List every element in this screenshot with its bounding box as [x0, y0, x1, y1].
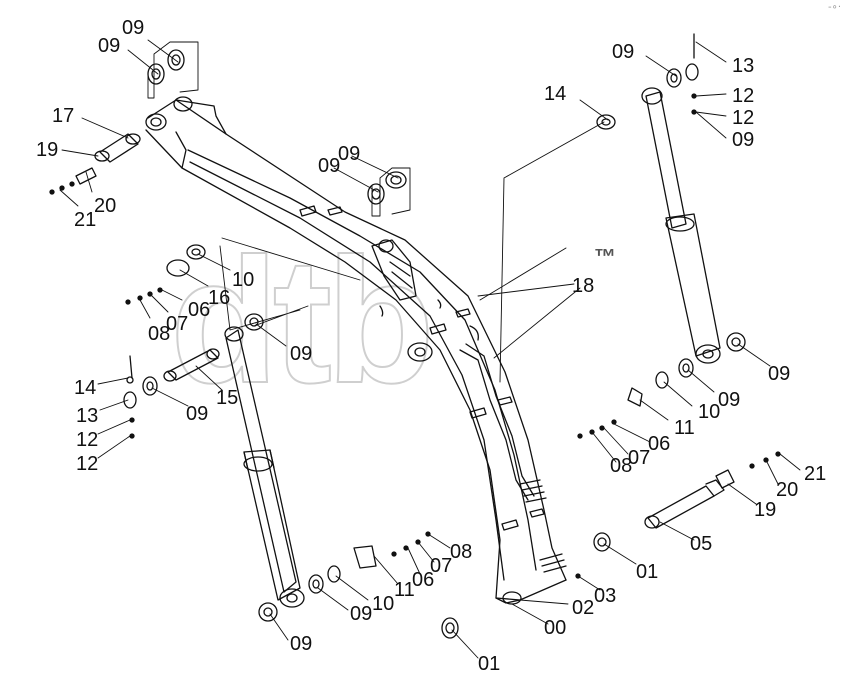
callout-label: 11 [394, 579, 415, 601]
callout-label: 07 [430, 555, 452, 577]
callout-label: 06 [648, 433, 670, 455]
watermark-logo: dtb [169, 221, 436, 420]
callout-label: 08 [148, 323, 170, 345]
callout-labels: 0909171920210909101606070809141312121509… [36, 17, 826, 675]
callout-label: 09 [612, 41, 634, 63]
callout-label: 07 [628, 447, 650, 469]
callout-label: 19 [754, 499, 776, 521]
callout-label: 06 [188, 299, 210, 321]
callout-label: 12 [76, 453, 98, 475]
assembly-outlines [147, 41, 605, 383]
callout-label: 21 [804, 463, 826, 485]
callout-label: 20 [94, 195, 116, 217]
callout-label: 06 [412, 569, 434, 591]
callout-label: 20 [776, 479, 798, 501]
callout-label: 09 [718, 389, 740, 411]
callout-label: 10 [698, 401, 720, 423]
callout-label: 09 [732, 129, 754, 151]
callout-label: 03 [594, 585, 616, 607]
callout-label: 13 [732, 55, 754, 77]
callout-label: 19 [36, 139, 58, 161]
callout-label: 01 [636, 561, 658, 583]
callout-label: 21 [74, 209, 96, 231]
corner-mark: -∘· [827, 2, 841, 13]
callout-label: 12 [732, 107, 754, 129]
right-cylinder [641, 87, 721, 364]
callout-label: 17 [52, 105, 74, 127]
callout-label: 10 [232, 269, 254, 291]
callout-label: 13 [76, 405, 98, 427]
callout-label: 18 [572, 275, 594, 297]
callout-label: 09 [338, 143, 360, 165]
callout-label: 01 [478, 653, 500, 675]
callout-label: 09 [290, 633, 312, 655]
callout-label: 09 [350, 603, 372, 625]
callout-label: 02 [572, 597, 594, 619]
callout-label: 12 [76, 429, 98, 451]
callout-label: 09 [768, 363, 790, 385]
callout-label: 08 [610, 455, 632, 477]
callout-label: 09 [290, 343, 312, 365]
callout-label: 10 [372, 593, 394, 615]
callout-label: 05 [690, 533, 712, 555]
callout-label: 09 [186, 403, 208, 425]
callout-label: 15 [216, 387, 238, 409]
callout-label: 16 [208, 287, 230, 309]
callout-label: 07 [166, 313, 188, 335]
callout-label: 00 [544, 617, 566, 639]
callout-label: 08 [450, 541, 472, 563]
leader-lines [59, 39, 801, 659]
bolts-stems [75, 33, 735, 489]
bolts-nuts [49, 93, 781, 579]
callout-label: 14 [74, 377, 96, 399]
callout-label: 12 [732, 85, 754, 107]
trademark-symbol: ™ [594, 244, 616, 269]
callout-label: 14 [544, 83, 566, 105]
callout-label: 09 [318, 155, 340, 177]
left-cylinder [224, 326, 305, 608]
callout-label: 11 [674, 417, 695, 439]
callout-label: 09 [122, 17, 144, 39]
pins [94, 133, 725, 569]
callout-label: 09 [98, 35, 120, 57]
